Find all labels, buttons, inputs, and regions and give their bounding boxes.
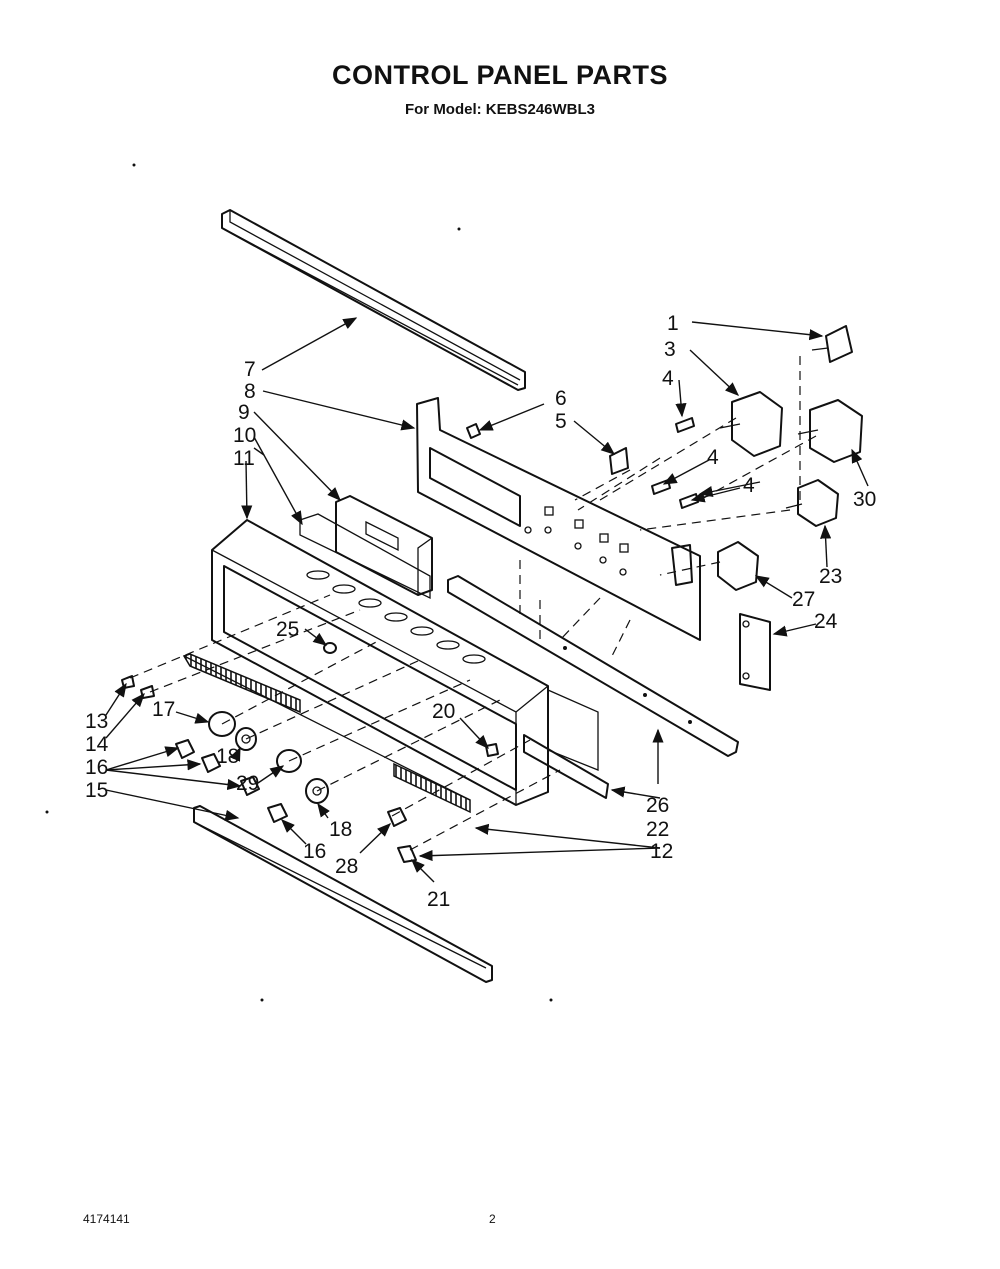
part-4-shaft-low xyxy=(679,493,699,509)
part-18-bezel-upper xyxy=(235,727,257,751)
callout-15: 15 xyxy=(85,779,108,802)
leader-lines xyxy=(105,317,869,883)
page-number: 2 xyxy=(489,1212,496,1226)
page-title: CONTROL PANEL PARTS xyxy=(331,60,669,90)
part-12-vent-strip xyxy=(182,653,471,814)
callout-10: 10 xyxy=(233,424,256,447)
callout-22: 22 xyxy=(646,818,669,841)
part-28-knob xyxy=(387,807,407,827)
callout-24: 24 xyxy=(814,610,838,633)
part-15-bottom-trim xyxy=(193,805,493,983)
part-17-dial-skirt xyxy=(208,711,236,737)
callout-9: 9 xyxy=(238,401,250,424)
callout-26: 26 xyxy=(646,794,669,817)
callout-30: 30 xyxy=(853,488,876,511)
part-11-control-panel-frame xyxy=(211,519,549,806)
part-5-lamp xyxy=(609,447,629,475)
part-1-switch xyxy=(811,325,853,363)
callout-4-low: 4 xyxy=(743,474,755,497)
callout-5: 5 xyxy=(555,410,567,433)
part-25-button xyxy=(323,642,337,654)
part-23-switch xyxy=(785,479,839,527)
callout-25: 25 xyxy=(276,618,299,641)
callout-1: 1 xyxy=(667,312,679,335)
callout-6: 6 xyxy=(555,387,567,410)
callout-18-lower: 18 xyxy=(329,818,352,841)
part-16-knob-d xyxy=(267,803,288,823)
part-27-receptacle xyxy=(717,541,759,591)
callout-29: 29 xyxy=(236,772,259,795)
callout-23: 23 xyxy=(819,565,842,588)
callout-20: 20 xyxy=(432,700,455,723)
callout-labels: 1 3 4 4 4 5 6 7 8 9 10 11 12 13 14 15 16… xyxy=(85,312,876,911)
part-30-switch xyxy=(797,399,863,463)
part-6-nut xyxy=(466,423,481,439)
part-16-knob-b xyxy=(201,753,221,773)
part-22-lower-strip xyxy=(523,734,609,799)
part-16-knob-a xyxy=(175,739,195,759)
callout-8: 8 xyxy=(244,380,256,403)
part-18-bezel-lower xyxy=(305,778,329,804)
callout-3: 3 xyxy=(664,338,676,361)
part-29-dial-skirt xyxy=(276,749,302,773)
part-26-support-bar xyxy=(447,575,739,757)
callout-17: 17 xyxy=(152,698,175,721)
callout-16-bottom: 16 xyxy=(303,840,326,863)
part-4-shaft-upper xyxy=(675,417,695,433)
callout-14: 14 xyxy=(85,733,109,756)
callout-13: 13 xyxy=(85,710,108,733)
callout-11: 11 xyxy=(233,447,255,470)
assembly-dashed-lines xyxy=(129,356,817,851)
callout-27: 27 xyxy=(792,588,815,611)
part-9-display-board xyxy=(335,495,433,596)
part-20-clip xyxy=(485,743,499,757)
part-7-top-trim xyxy=(221,209,526,391)
part-8-control-bracket xyxy=(416,397,701,641)
part-16-knob-c xyxy=(240,776,260,796)
callout-12: 12 xyxy=(650,840,673,863)
document-number: 4174141 xyxy=(83,1212,130,1226)
callout-21: 21 xyxy=(427,888,450,911)
part-10-overlay xyxy=(299,513,431,600)
rear-shield-plate xyxy=(547,689,599,771)
callout-7: 7 xyxy=(244,358,256,381)
callout-4-upper: 4 xyxy=(662,367,674,390)
part-4-shaft-mid xyxy=(651,479,671,495)
callout-28: 28 xyxy=(335,855,358,878)
callout-16-left: 16 xyxy=(85,756,108,779)
part-3-switch xyxy=(719,391,783,457)
callout-18-upper: 18 xyxy=(216,745,239,768)
scan-specks xyxy=(45,163,553,1002)
part-24-mount-bracket xyxy=(739,613,771,691)
model-subtitle: For Model: KEBS246WBL3 xyxy=(404,101,596,118)
callout-4-mid: 4 xyxy=(707,446,719,469)
